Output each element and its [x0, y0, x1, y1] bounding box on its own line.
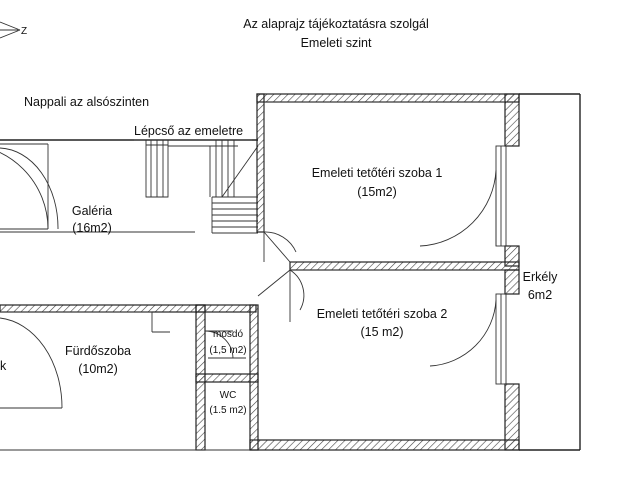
gallery-name: Galéria — [72, 204, 112, 218]
washroom-door — [204, 330, 246, 359]
balcony — [519, 93, 581, 451]
stairs-label: Lépcső az emeletre — [134, 124, 243, 138]
balcony-name: Erkély — [523, 270, 558, 284]
wc-area: (1.5 m2) — [209, 405, 246, 416]
gallery-walls — [0, 139, 258, 233]
bathroom-area: (10m2) — [78, 362, 118, 376]
room1-walls — [256, 93, 520, 271]
room2-name: Emeleti tetőtéri szoba 2 — [317, 307, 448, 321]
edge-mark: k — [0, 359, 7, 373]
washroom-area: (1,5 m2) — [209, 345, 246, 356]
compass-icon: Z — [0, 21, 27, 39]
balcony-area: 6m2 — [528, 288, 552, 302]
room2-door-arc — [429, 299, 497, 367]
staircase — [145, 139, 259, 234]
room2-area: (15 m2) — [360, 325, 403, 339]
room1-area: (15m2) — [357, 185, 397, 199]
room2-window — [495, 293, 507, 385]
gallery-area: (16m2) — [72, 221, 112, 235]
lower-walls — [0, 304, 259, 451]
room1-door-arc — [419, 169, 497, 247]
wc-name: WC — [220, 390, 237, 401]
washroom-name: mosdó — [213, 329, 243, 340]
gallery-door-arc — [0, 147, 59, 230]
gallery-door — [0, 144, 49, 230]
living-below-label: Nappali az alsószinten — [24, 95, 149, 109]
room2-walls — [249, 269, 520, 451]
bathroom-name: Fürdőszoba — [65, 344, 131, 358]
header-floor: Emeleti szint — [301, 36, 372, 50]
header-note: Az alaprajz tájékoztatásra szolgál — [243, 17, 429, 31]
bathroom-door-arc — [0, 317, 63, 409]
room1-name: Emeleti tetőtéri szoba 1 — [312, 166, 443, 180]
corridor-door — [257, 231, 305, 322]
compass-letter: Z — [21, 26, 27, 37]
room1-window — [495, 145, 507, 247]
